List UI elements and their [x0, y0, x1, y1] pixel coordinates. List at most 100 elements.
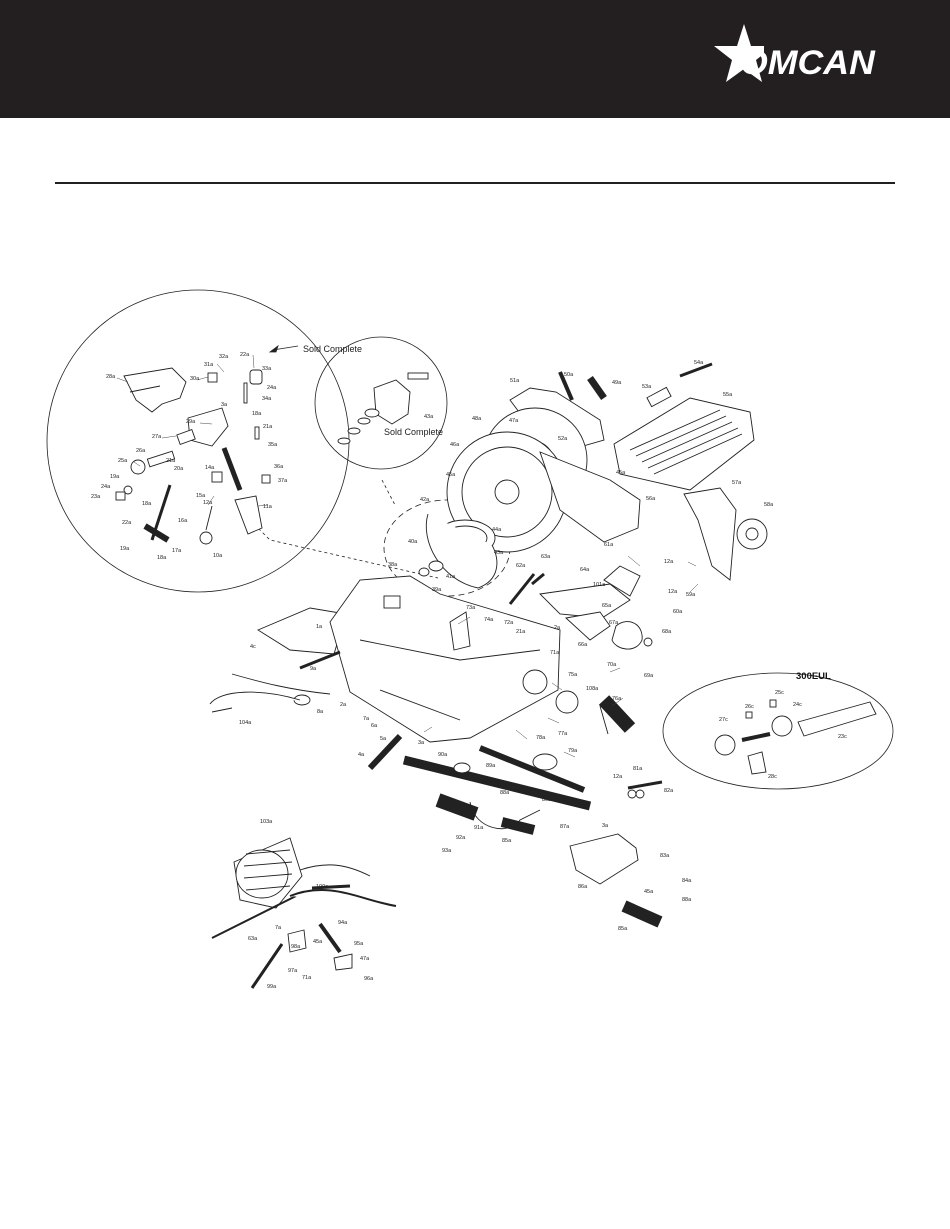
part-label: 9a	[310, 666, 317, 672]
part-label: 41a	[446, 574, 456, 580]
part-label: 54a	[694, 360, 704, 366]
part-label: 39a	[432, 587, 442, 593]
part-label: 90a	[438, 752, 448, 758]
part-label: 29a	[186, 419, 196, 425]
part-label: 2a	[340, 702, 347, 708]
part-label: 45a	[644, 889, 654, 895]
part-label: 18a	[157, 555, 167, 561]
blade-group	[407, 407, 641, 589]
part-label: 70a	[607, 662, 617, 668]
part-label: 20a	[174, 466, 184, 472]
part-label: 88a	[682, 897, 692, 903]
part-label: 108a	[586, 686, 599, 692]
motor-group	[211, 837, 397, 989]
part-label: 21a	[166, 458, 176, 464]
part-label: 50a	[564, 372, 574, 378]
part-label: 71a	[302, 975, 312, 981]
carriage-arm-group	[115, 367, 271, 545]
part-label: 35a	[268, 442, 278, 448]
part-label: 89a	[486, 763, 496, 769]
part-label: 87a	[560, 824, 570, 830]
part-label: 4c	[250, 644, 256, 650]
part-label: 5a	[484, 777, 491, 783]
part-label: 77a	[558, 731, 568, 737]
part-label: 31a	[204, 362, 214, 368]
part-label: 61a	[604, 542, 614, 548]
part-label: 19a	[120, 546, 130, 552]
part-label: 45a	[446, 472, 456, 478]
part-label: 63a	[541, 554, 551, 560]
part-label: 16a	[178, 518, 188, 524]
part-label: 47a	[509, 418, 519, 424]
part-label: 73a	[466, 605, 476, 611]
part-label: 18a	[252, 411, 262, 417]
part-label: 88a	[500, 790, 510, 796]
page-header: OMCAN	[0, 0, 950, 118]
part-label: 22a	[240, 352, 250, 358]
omcan-logo: OMCAN	[704, 20, 904, 100]
part-label: 53a	[642, 384, 652, 390]
part-label: 34a	[262, 396, 272, 402]
callout-labels: Sold Complete Sold Complete 300EUL 22a 3…	[91, 344, 847, 990]
part-label: 4a	[358, 752, 365, 758]
part-label: 83a	[660, 853, 670, 859]
part-label: 32a	[219, 354, 229, 360]
sold-complete-label-2: Sold Complete	[384, 427, 443, 437]
part-label: 59a	[686, 592, 696, 598]
part-label: 85a	[502, 838, 512, 844]
part-label: 28c	[768, 774, 777, 780]
part-label: 103a	[260, 819, 273, 825]
part-label: 24a	[101, 484, 111, 490]
part-label: 52a	[558, 436, 568, 442]
part-label: 3a	[418, 740, 425, 746]
part-label: 14a	[205, 465, 215, 471]
sharpener-hub-group	[337, 372, 429, 445]
part-label: 104a	[239, 720, 252, 726]
part-label: 92a	[456, 835, 466, 841]
part-label: 81a	[633, 766, 643, 772]
detail-circle-300eul	[662, 672, 894, 790]
part-label: 95a	[354, 941, 364, 947]
header-rule	[55, 182, 895, 184]
part-label: 65a	[602, 603, 612, 609]
part-label: 37a	[278, 478, 288, 484]
part-label: 21a	[516, 629, 526, 635]
part-label: 71a	[550, 650, 560, 656]
part-label: 51a	[510, 378, 520, 384]
part-label: 94a	[338, 920, 348, 926]
part-label: 64a	[580, 567, 590, 573]
part-label: 80a	[542, 797, 552, 803]
part-label: 36a	[274, 464, 284, 470]
part-label: 43a	[424, 414, 434, 420]
star-logo-icon	[714, 24, 764, 82]
part-label: 76a	[612, 696, 622, 702]
part-label: 26c	[745, 704, 754, 710]
part-label: 2a	[554, 625, 561, 631]
part-label: 7a	[275, 925, 282, 931]
part-label: 57a	[732, 480, 742, 486]
part-label: 23c	[838, 734, 847, 740]
part-label: 75a	[568, 672, 578, 678]
part-label: 25a	[118, 458, 128, 464]
part-label: 63a	[248, 936, 258, 942]
part-label: 19a	[110, 474, 120, 480]
part-label: 100a	[316, 884, 329, 890]
part-label: 47a	[360, 956, 370, 962]
part-label: 15a	[196, 493, 206, 499]
part-label: 12a	[664, 559, 674, 565]
part-label: 6a	[371, 723, 378, 729]
part-label: 101a	[593, 582, 606, 588]
part-label: 49a	[612, 380, 622, 386]
part-label: 79a	[568, 748, 578, 754]
part-label: 33a	[262, 366, 272, 372]
part-label: 45a	[616, 470, 626, 476]
part-label: 12a	[613, 774, 623, 780]
leader-lines	[116, 354, 699, 758]
part-label: 25c	[775, 690, 784, 696]
part-label: 21a	[263, 424, 273, 430]
part-label: 78a	[536, 735, 546, 741]
part-label: 3a	[221, 402, 228, 408]
part-label: 60a	[673, 609, 683, 615]
part-label: 58a	[764, 502, 774, 508]
